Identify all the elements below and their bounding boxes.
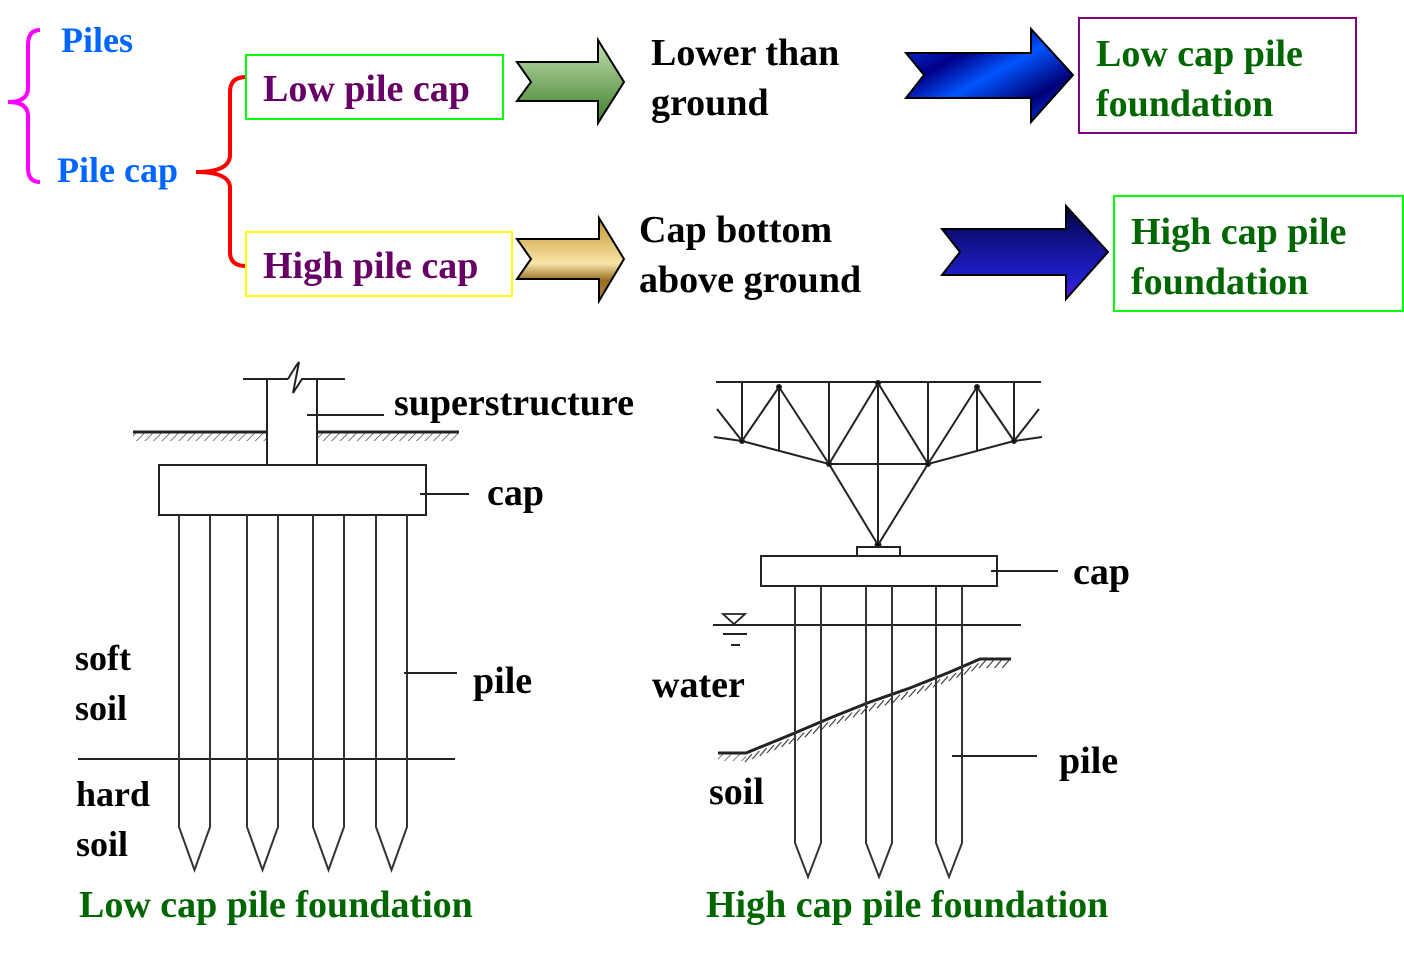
low-cap-drawing xyxy=(78,361,469,760)
low-cap-condition: Lower than ground xyxy=(651,32,840,124)
high-cap-structure xyxy=(713,555,1058,761)
hatch-mark xyxy=(820,722,829,731)
arrow-right-icon xyxy=(939,203,1110,302)
hatch-mark xyxy=(844,712,853,721)
high-cap-result-box: High cap pile foundation xyxy=(1113,195,1404,312)
hatch-mark xyxy=(994,659,1002,669)
slope-hatch xyxy=(744,659,1010,763)
hatch-mark xyxy=(963,666,972,675)
pile xyxy=(178,515,211,873)
pile xyxy=(794,586,822,880)
hatch-mark xyxy=(781,738,790,748)
arrow-right-icon xyxy=(903,26,1075,125)
truss-superstructure xyxy=(713,380,1043,557)
label-water: water xyxy=(652,664,745,706)
pile xyxy=(935,586,963,880)
outer-brace xyxy=(7,28,41,184)
hatch-mark xyxy=(940,675,949,685)
hatch-mark xyxy=(860,705,869,715)
pile xyxy=(865,586,893,880)
hatch-mark xyxy=(908,688,917,698)
hatch-mark xyxy=(773,741,782,751)
hatch-mark xyxy=(751,750,760,760)
hatch-mark xyxy=(932,679,941,688)
hatch-mark xyxy=(986,659,995,669)
low-cap-result-box: Low cap pile foundation xyxy=(1078,17,1357,134)
pile xyxy=(246,515,279,873)
hatch-mark xyxy=(828,718,837,728)
hatch-mark xyxy=(788,735,797,745)
label-hard-soil: hard soil xyxy=(76,774,151,864)
hatch-mark xyxy=(744,753,753,763)
low-pile-cap-label: Low pile cap xyxy=(263,68,470,110)
root-item-pile-cap: Pile cap xyxy=(57,150,178,190)
hatch-mark xyxy=(884,697,893,706)
inner-brace xyxy=(195,75,247,268)
label-cap-high: cap xyxy=(1073,551,1130,593)
high-pile-cap-box: High pile cap xyxy=(245,231,513,297)
pile xyxy=(312,515,345,873)
hatch-mark xyxy=(892,694,901,703)
hatch-mark xyxy=(759,747,768,757)
hatch-mark xyxy=(1001,659,1010,669)
hatch-mark xyxy=(852,709,861,718)
label-pile-low: pile xyxy=(473,660,533,702)
high-cap-condition: Cap bottom above ground xyxy=(639,209,862,301)
label-cap-low: cap xyxy=(487,472,544,514)
hatch-mark xyxy=(924,682,933,691)
hatch-mark xyxy=(804,728,813,738)
arrow-right-icon xyxy=(515,214,626,305)
hatch-mark xyxy=(948,672,957,682)
caption-high-cap: High cap pile foundation xyxy=(706,884,1109,926)
label-soft-soil: soft soil xyxy=(75,638,131,728)
hatch-mark xyxy=(916,685,925,695)
hatch-mark xyxy=(956,669,964,679)
high-cap-piles xyxy=(794,586,963,880)
label-pile-high: pile xyxy=(1059,740,1119,782)
hatch-mark xyxy=(766,744,775,754)
hatch-mark xyxy=(836,715,845,725)
high-cap-result-label: High cap pile foundation xyxy=(1131,211,1347,303)
arrow-right-icon xyxy=(515,36,626,127)
pile xyxy=(375,515,408,873)
hatch-mark xyxy=(796,732,805,741)
root-item-piles: Piles xyxy=(61,20,133,60)
caption-low-cap: Low cap pile foundation xyxy=(79,884,473,926)
label-soil: soil xyxy=(709,771,764,813)
label-superstructure: superstructure xyxy=(394,382,634,424)
low-pile-cap-box: Low pile cap xyxy=(245,54,504,120)
low-cap-piles xyxy=(178,515,408,873)
hatch-mark xyxy=(971,662,979,672)
low-cap-result-label: Low cap pile foundation xyxy=(1096,33,1303,125)
hatch-mark xyxy=(812,725,821,735)
hatch-mark xyxy=(900,691,909,701)
hatch-mark xyxy=(978,659,987,669)
hatch-mark xyxy=(876,699,885,709)
high-pile-cap-label: High pile cap xyxy=(263,245,479,287)
hatch-mark xyxy=(868,702,877,712)
